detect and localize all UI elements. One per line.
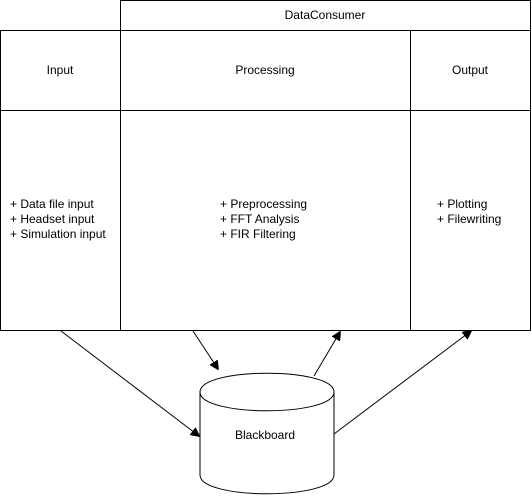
output-header-box [410,30,531,111]
connections [60,330,471,436]
input-column: Input + Data file input + Headset input … [0,30,121,331]
processing-column: Processing + Preprocessing + FFT Analysi… [120,30,411,331]
blackboard-label: Blackboard [235,428,295,442]
dataconsumer-header: DataConsumer [120,0,531,31]
arrow-input-to-blackboard [60,330,199,436]
processing-body-box [120,110,411,331]
processing-header-box [120,30,411,111]
output-body-box [410,110,531,331]
arrow-blackboard-to-processing [313,332,340,377]
input-title: Input [47,63,74,77]
processing-item: + Preprocessing [220,197,307,211]
output-title: Output [452,63,489,77]
input-item: + Simulation input [10,227,106,241]
input-item: + Headset input [10,212,95,226]
processing-title: Processing [235,63,294,77]
database-cylinder-body [199,372,335,495]
output-item: + Plotting [437,197,487,211]
processing-item: + FIR Filtering [220,227,296,241]
input-item: + Data file input [10,197,94,211]
dataconsumer-title: DataConsumer [285,8,366,22]
blackboard-database: Blackboard [199,372,335,495]
input-body-box [0,110,121,331]
input-header-box [0,30,121,111]
arrow-blackboard-to-output [333,331,471,435]
database-cylinder-rim [199,391,335,412]
dataconsumer-header-box [120,0,531,31]
processing-item: + FFT Analysis [220,212,299,226]
output-column: Output + Plotting + Filewriting [410,30,531,331]
arrow-processing-to-blackboard [192,330,218,369]
output-item: + Filewriting [437,212,501,226]
